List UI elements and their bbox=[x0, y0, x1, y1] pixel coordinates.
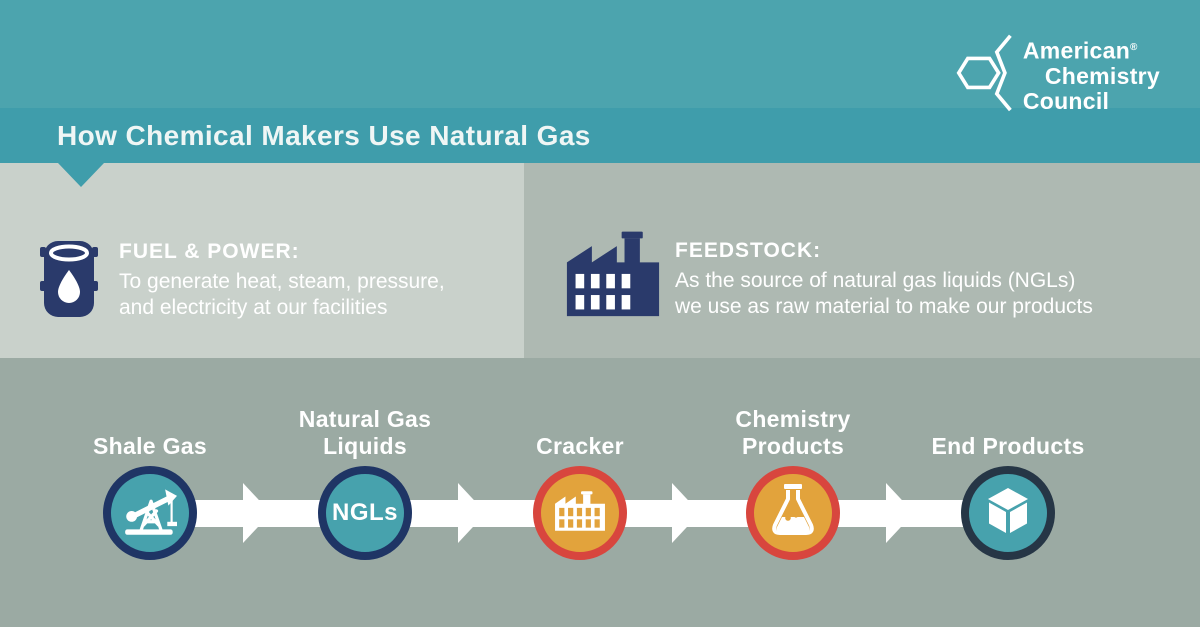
factory-icon bbox=[565, 227, 661, 322]
step-node-shale-gas bbox=[103, 466, 197, 560]
acc-logo: American® Chemistry Council bbox=[956, 30, 1160, 119]
arrow-right-icon bbox=[458, 483, 486, 543]
feedstock-line2: we use as raw material to make our produ… bbox=[675, 295, 1093, 318]
arrow-right-icon bbox=[243, 483, 271, 543]
acc-logo-text: American® Chemistry Council bbox=[1023, 35, 1160, 114]
fuel-power-heading: FUEL & POWER: bbox=[119, 240, 300, 263]
title-band: How Chemical Makers Use Natural Gas bbox=[0, 108, 1200, 163]
oil-barrel-icon bbox=[38, 237, 100, 326]
pumpjack-icon bbox=[123, 486, 177, 541]
feedstock-panel: FEEDSTOCK: As the source of natural gas … bbox=[524, 163, 1200, 358]
step-label-shale-gas: Shale Gas bbox=[93, 433, 207, 459]
arrow-right-icon bbox=[886, 483, 914, 543]
step-label-chemistry-products: Chemistry Products bbox=[735, 406, 851, 459]
registered-mark: ® bbox=[1130, 42, 1138, 54]
fuel-power-panel: FUEL & POWER: To generate heat, steam, p… bbox=[0, 163, 524, 358]
step-node-cracker bbox=[533, 466, 627, 560]
arrow-right-icon bbox=[672, 483, 700, 543]
ngls-badge: NGLs bbox=[331, 499, 398, 526]
step-label-natural-gas-liquids: Natural Gas Liquids bbox=[298, 406, 432, 459]
step-label-cracker: Cracker bbox=[536, 433, 624, 459]
step-node-end-products bbox=[961, 466, 1055, 560]
logo-word-council: Council bbox=[1022, 87, 1110, 114]
process-flow-section: Shale Gas Natural Gas Liquids NGLs bbox=[0, 358, 1200, 627]
logo-word-chemistry: Chemistry bbox=[1044, 62, 1160, 89]
cube-icon bbox=[985, 486, 1031, 541]
feedstock-line1: As the source of natural gas liquids (NG… bbox=[675, 269, 1076, 292]
step-label-end-products: End Products bbox=[931, 433, 1085, 459]
feedstock-heading: FEEDSTOCK: bbox=[675, 239, 822, 262]
hexagon-molecule-icon bbox=[956, 30, 1014, 119]
flask-icon bbox=[770, 483, 816, 543]
title-band-notch bbox=[58, 163, 104, 187]
fuel-power-line1: To generate heat, steam, pressure, bbox=[119, 270, 445, 293]
step-node-chemistry-products bbox=[746, 466, 840, 560]
fuel-power-text: FUEL & POWER: To generate heat, steam, p… bbox=[119, 240, 445, 321]
factory-icon bbox=[554, 490, 606, 536]
logo-word-american: American® bbox=[1022, 37, 1138, 64]
feedstock-text: FEEDSTOCK: As the source of natural gas … bbox=[675, 239, 1093, 320]
page-title: How Chemical Makers Use Natural Gas bbox=[57, 120, 591, 151]
step-node-ngls: NGLs bbox=[318, 466, 412, 560]
fuel-power-line2: and electricity at our facilities bbox=[119, 296, 388, 319]
